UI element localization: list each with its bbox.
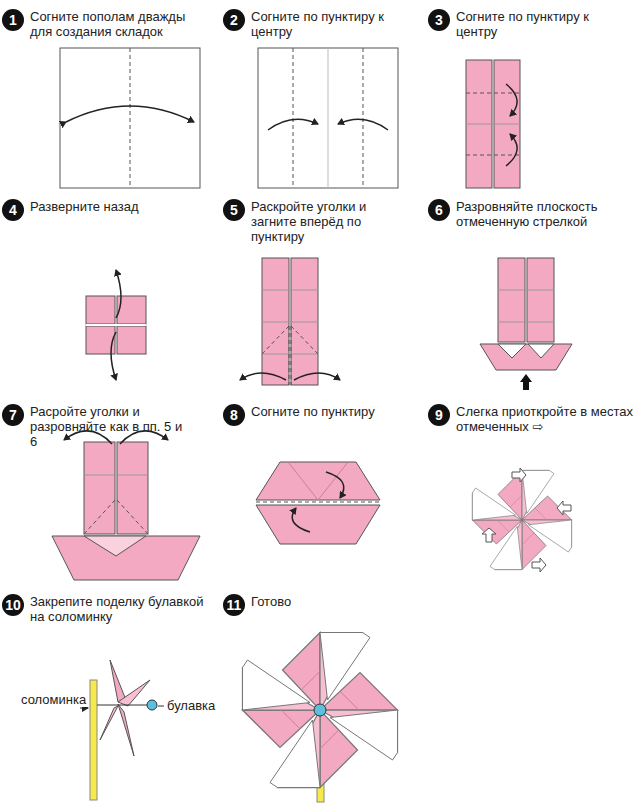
part-label: соломинка [20,692,87,707]
step-instruction: Согните пополам дважды для создания скла… [30,9,192,39]
step-block: 11 Готово [223,594,413,616]
step-block: 3 Согните по пунктиру к центру [428,9,628,39]
step-number: 10 [2,594,24,616]
step-number: 5 [223,199,245,221]
step-number: 2 [223,9,245,31]
step-block: 7 Расройте уголки и разровняйте как в пп.… [2,404,192,449]
step-number: 6 [428,199,450,221]
step-number: 9 [428,404,450,426]
step-block: 5 Раскройте уголки и загните вперёд по пу… [223,199,413,244]
step-block: 8 Согните по пунктиру [223,404,413,426]
step-block: 6 Разровняйте плоскость отмеченную стрелк… [428,199,628,229]
step-instruction: Слегка приоткройте в местах отмеченных ⇨ [456,404,633,434]
step-number: 1 [2,9,24,31]
step-instruction: Согните по пунктиру [251,404,375,419]
step-instruction: Закрепите поделку булавкой на соломинку [30,594,212,624]
step-instruction: Готово [251,594,291,609]
step-number: 4 [2,199,24,221]
step-instruction: Согните по пунктиру к центру [456,9,628,39]
part-label: булавка [166,698,216,713]
step-number: 8 [223,404,245,426]
step-instruction: Разверните назад [30,199,139,214]
step-block: 1 Согните пополам дважды для создания скл… [2,9,192,39]
step-instruction: Раскройте уголки и загните вперёд по пун… [251,199,413,244]
step-block: 10 Закрепите поделку булавкой на соломинк… [2,594,212,624]
step-block: 9 Слегка приоткройте в местах отмеченных … [428,404,633,434]
step-instruction: Разровняйте плоскость отмеченную стрелко… [456,199,628,229]
step-block: 2 Согните по пунктиру к центру [223,9,413,39]
step-instruction: Расройте уголки и разровняйте как в пп. … [30,404,192,449]
step-number: 7 [2,404,24,426]
step-number: 3 [428,9,450,31]
step-block: 4 Разверните назад [2,199,192,221]
step-number: 11 [223,594,245,616]
step-instruction: Согните по пунктиру к центру [251,9,413,39]
